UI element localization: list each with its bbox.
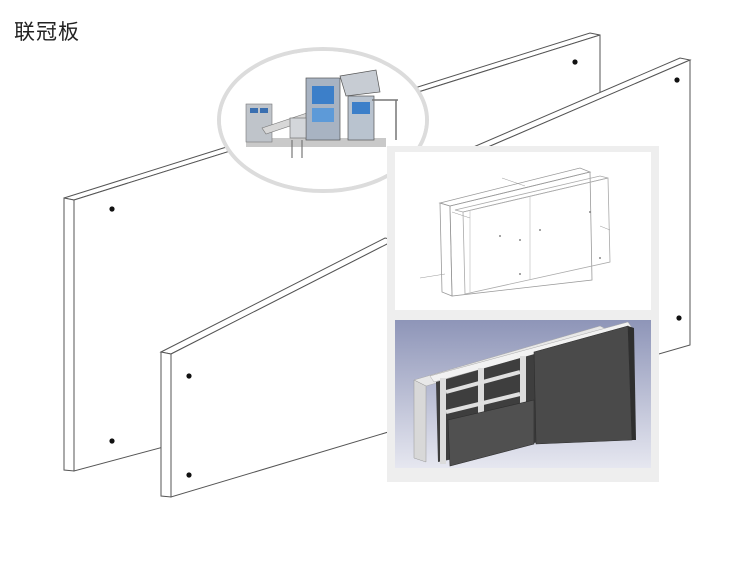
bolt-hole-icon	[109, 438, 114, 443]
bolt-hole-icon	[186, 373, 191, 378]
bolt-hole-icon	[676, 315, 681, 320]
line-drawing	[395, 152, 651, 310]
bolt-hole-icon	[109, 206, 114, 211]
render-3d	[395, 320, 651, 468]
bolt-hole-icon	[186, 472, 191, 477]
detail-card	[387, 146, 659, 482]
bolt-hole-icon	[674, 77, 679, 82]
bolt-hole-icon	[572, 59, 577, 64]
